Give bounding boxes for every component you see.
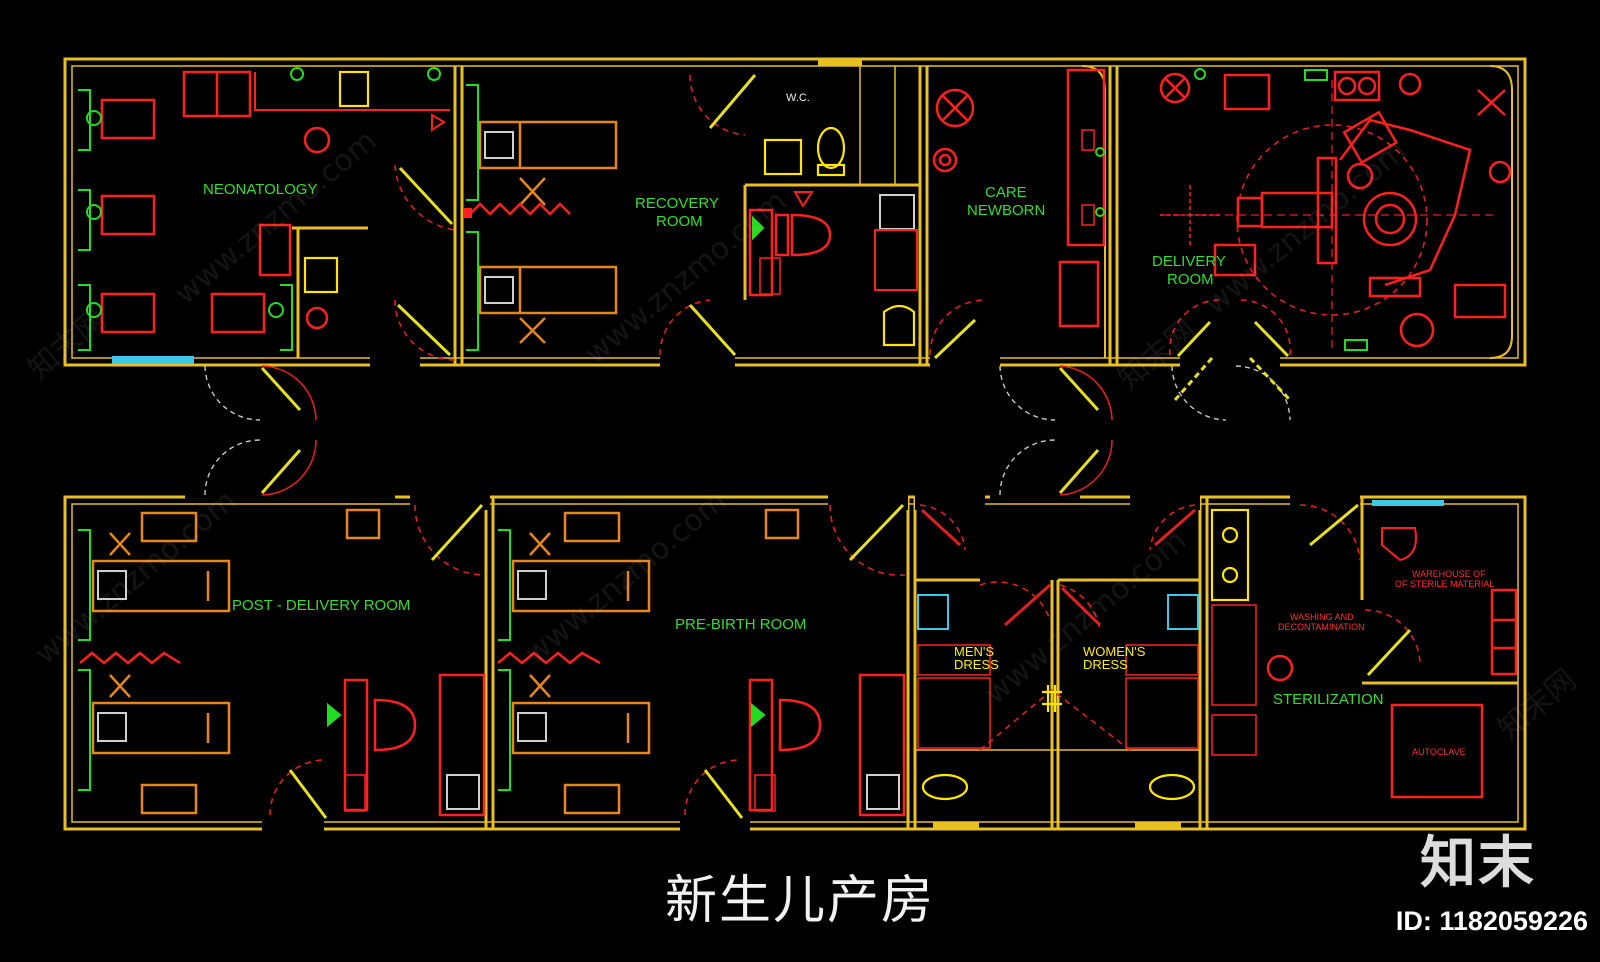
post-delivery-furniture — [78, 508, 486, 817]
label-post-delivery: POST - DELIVERY ROOM — [232, 597, 410, 614]
label-care-line2: NEWBORN — [967, 202, 1045, 219]
corridor-doors — [204, 74, 1421, 819]
label-recovery-line2: ROOM — [656, 213, 703, 230]
label-warehouse-line2: OF STERILE MATERIAL — [1395, 579, 1494, 589]
label-care-line1: CARE — [985, 184, 1027, 201]
watermark-id: ID: 1182059226 — [1395, 906, 1588, 936]
delivery-furniture — [1159, 68, 1512, 351]
pre-birth-furniture — [497, 508, 906, 817]
label-autoclave: AUTOCLAVE — [1412, 747, 1466, 757]
label-recovery-line1: RECOVERY — [635, 195, 719, 212]
label-neonatology: NEONATOLOGY — [203, 181, 317, 198]
label-wc: W.C. — [786, 92, 810, 104]
upper-walls — [63, 57, 1527, 370]
label-mens-line2: DRESS — [954, 657, 999, 672]
drawing-caption: 新生儿产房 — [664, 871, 935, 931]
label-sterilization: STERILIZATION — [1273, 691, 1384, 708]
lower-walls — [63, 490, 1527, 835]
neonatology-furniture — [78, 67, 450, 351]
label-delivery-line2: ROOM — [1167, 271, 1214, 288]
label-pre-birth: PRE-BIRTH ROOM — [675, 616, 806, 633]
recovery-furniture — [464, 84, 918, 351]
care-newborn-furniture — [932, 68, 1106, 328]
dress-sterilization-furniture — [917, 508, 1518, 801]
label-warehouse-line1: WAREHOUSE OF — [1412, 569, 1486, 579]
label-washing-line1: WASHING AND — [1290, 612, 1354, 622]
label-womens-line2: DRESS — [1083, 657, 1128, 672]
watermark-logo: 知末 — [1420, 831, 1536, 896]
label-washing-line2: DECONTAMINATION — [1278, 622, 1365, 632]
label-womens-line1: WOMEN'S — [1083, 644, 1146, 659]
label-mens-line1: MEN'S — [954, 644, 994, 659]
label-delivery-line1: DELIVERY — [1152, 253, 1226, 270]
